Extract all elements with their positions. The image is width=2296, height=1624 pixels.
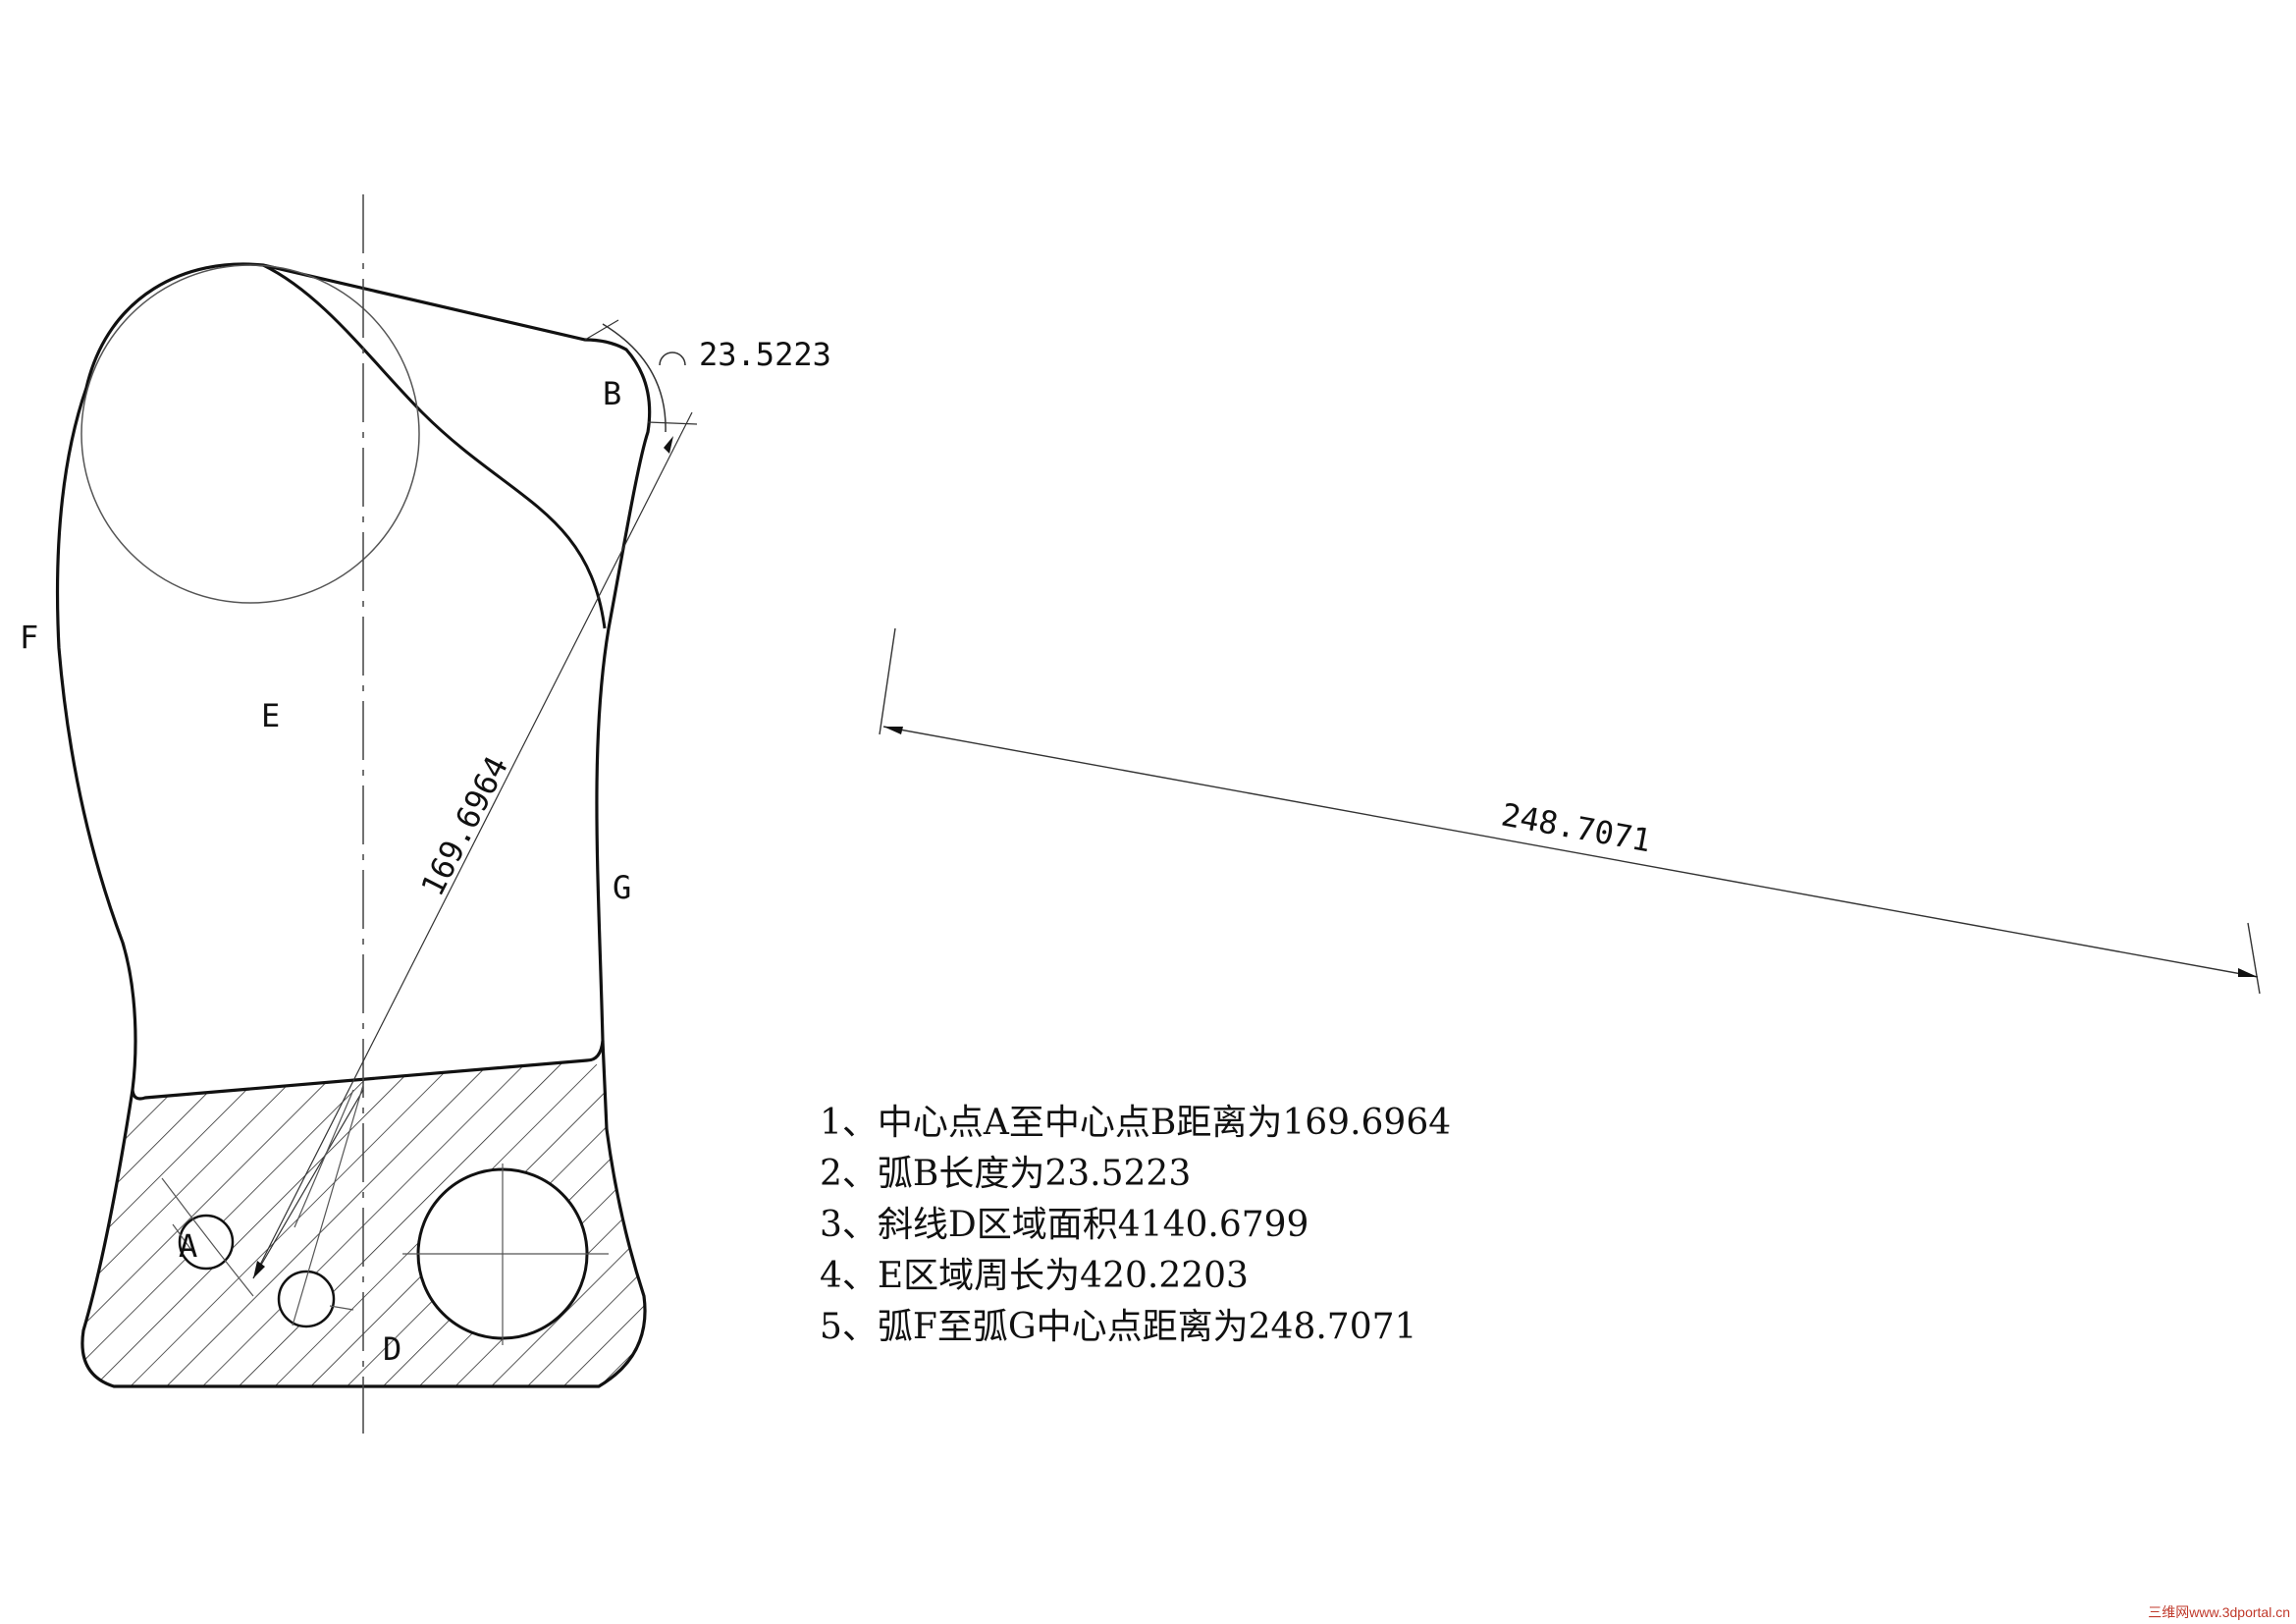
- dim-line-fg: [882, 726, 2259, 978]
- dim-text-fg: 248.7071: [1499, 795, 1654, 859]
- label-d: D: [383, 1330, 401, 1368]
- dim-arrow-ab-start: [253, 1261, 265, 1278]
- leader-line-ab: [252, 1089, 364, 1279]
- dim-arrow-ab-end: [664, 436, 673, 454]
- arc-b-ext-1: [584, 319, 619, 341]
- construction-line-1: [292, 1084, 364, 1326]
- tangent-curve: [262, 263, 607, 629]
- arc-b-ext-2: [647, 421, 698, 425]
- dim-arrow-fg-end: [2238, 968, 2258, 977]
- lower-body-outline: [80, 1040, 647, 1388]
- label-b: B: [603, 375, 621, 412]
- construction-line-2: [294, 1089, 354, 1228]
- dim-ext-fg-1: [879, 627, 896, 735]
- note-item: 4、E区域周长为420.2203: [820, 1256, 1249, 1296]
- small-hole-tick: [329, 1305, 354, 1311]
- note-item: 5、弧F至弧G中心点距离为248.7071: [820, 1307, 1417, 1347]
- dim-text-ab: 169.6964: [413, 750, 515, 902]
- arc-construction: [161, 1177, 254, 1297]
- watermark: 三维网www.3dportal.cn: [2148, 1604, 2290, 1620]
- label-g: G: [613, 869, 631, 906]
- note-item: 3、斜线D区域面积4140.6799: [820, 1205, 1309, 1245]
- dim-line-ab: [252, 411, 693, 1279]
- dim-ext-fg-2: [2247, 922, 2261, 995]
- top-circle: [80, 264, 420, 604]
- hole-a-tick: [172, 1223, 197, 1258]
- notes-list: 1、中心点A至中心点B距离为169.6964 2、弧B长度为23.5223 3、…: [820, 1098, 1451, 1353]
- label-a: A: [179, 1227, 197, 1265]
- note-item: 1、中心点A至中心点B距离为169.6964: [820, 1103, 1452, 1143]
- label-f: F: [20, 619, 38, 656]
- label-e: E: [261, 697, 280, 734]
- part-outline: [55, 262, 652, 1101]
- note-item: 2、弧B长度为23.5223: [820, 1154, 1192, 1194]
- arc-b-dimension: [602, 323, 667, 433]
- arc-symbol-icon: [659, 352, 686, 366]
- dim-text-arc-b: 23.5223: [699, 336, 831, 373]
- dim-arrow-fg-start: [883, 727, 903, 734]
